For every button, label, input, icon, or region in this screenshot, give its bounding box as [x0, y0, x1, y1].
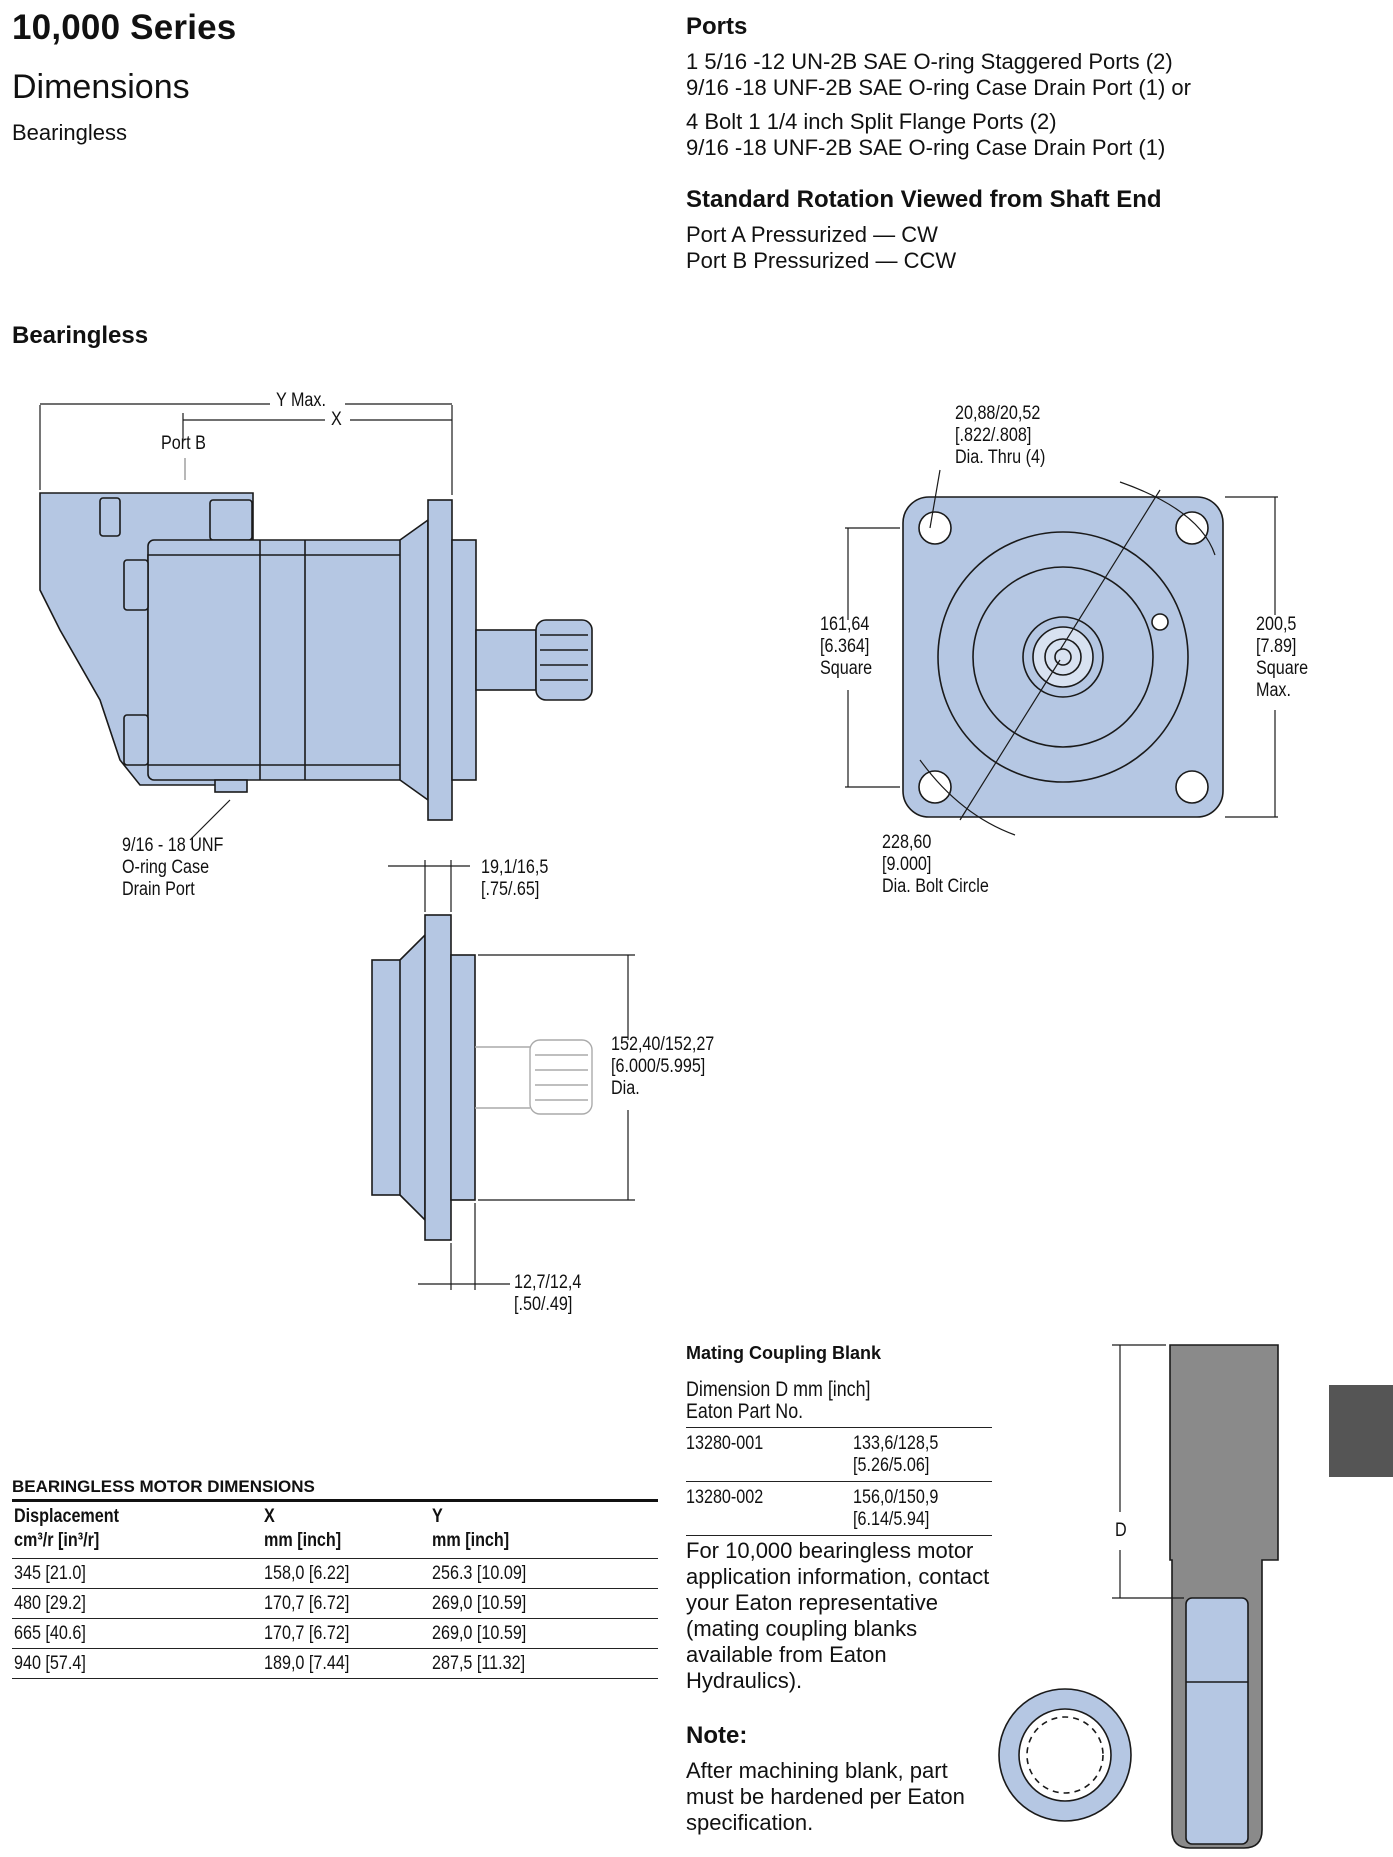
motor-dimensions-table: 345 [21.0] 158,0 [6.22] 256.3 [10.09] 48…: [12, 1558, 658, 1679]
side-view-drawing: [39, 492, 593, 821]
outer-square-label: 200,5 [7.89] Square Max.: [1256, 614, 1309, 701]
flange-thickness-top-label: 19,1/16,5 [.75/.65]: [481, 857, 549, 900]
coupling-blank-drawing: [998, 1344, 1279, 1849]
end-view-dimensions: [845, 469, 1278, 836]
port-b-label: Port B: [161, 433, 206, 454]
section-title: Dimensions: [12, 68, 190, 106]
table-row: 13280-001 133,6/128,5 [5.26/5.06]: [686, 1427, 992, 1481]
ports-line: 1 5/16 -12 UN-2B SAE O-ring Staggered Po…: [686, 49, 1173, 74]
rotation-line: Port B Pressurized — CCW: [686, 248, 957, 273]
end-view-drawing: [902, 496, 1224, 818]
mating-coupling-table: 13280-001 133,6/128,5 [5.26/5.06] 13280-…: [686, 1427, 992, 1536]
note-text: After machining blank, part must be hard…: [686, 1758, 965, 1835]
section-subtitle: Bearingless: [12, 120, 127, 145]
page-tab-marker: [1329, 1385, 1393, 1477]
table-row: 940 [57.4] 189,0 [7.44] 287,5 [11.32]: [12, 1648, 658, 1679]
flange-view-dimensions: [388, 860, 635, 1290]
drawing-heading: Bearingless: [12, 322, 149, 349]
bolt-circle-label: 228,60 [9.000] Dia. Bolt Circle: [882, 832, 989, 897]
rotation-title: Standard Rotation Viewed from Shaft End: [686, 186, 1162, 213]
coupling-dimensions: [1112, 1344, 1184, 1599]
note-title: Note:: [686, 1722, 748, 1749]
x-label: X: [331, 409, 342, 430]
dimension-d-label: D: [1115, 1520, 1127, 1541]
side-view-dimensions: [39, 403, 453, 841]
inner-square-label: 161,64 [6.364] Square: [820, 614, 873, 679]
coupling-paragraph: For 10,000 bearingless motor application…: [686, 1538, 990, 1693]
ports-line: 4 Bolt 1 1/4 inch Split Flange Ports (2): [686, 109, 1057, 134]
hole-diameter-label: 20,88/20,52 [.822/.808] Dia. Thru (4): [955, 403, 1046, 468]
pilot-diameter-label: 152,40/152,27 [6.000/5.995] Dia.: [611, 1034, 715, 1099]
series-title: 10,000 Series: [12, 8, 237, 47]
y-max-label: Y Max.: [276, 390, 326, 411]
table-row: 13280-002 156,0/150,9 [6.14/5.94]: [686, 1481, 992, 1536]
table-row: 665 [40.6] 170,7 [6.72] 269,0 [10.59]: [12, 1618, 658, 1648]
table-row: 480 [29.2] 170,7 [6.72] 269,0 [10.59]: [12, 1588, 658, 1618]
rotation-line: Port A Pressurized — CW: [686, 222, 938, 247]
ports-line: 9/16 -18 UNF-2B SAE O-ring Case Drain Po…: [686, 75, 1191, 100]
ports-line: 9/16 -18 UNF-2B SAE O-ring Case Drain Po…: [686, 135, 1166, 160]
ports-title: Ports: [686, 13, 748, 40]
table-row: 345 [21.0] 158,0 [6.22] 256.3 [10.09]: [12, 1558, 658, 1588]
flange-view-drawing: [371, 914, 593, 1241]
flange-thickness-bottom-label: 12,7/12,4 [.50/.49]: [514, 1272, 582, 1315]
drain-port-label: 9/16 - 18 UNF O-ring Case Drain Port: [122, 835, 224, 900]
motor-dimensions-caption: BEARINGLESS MOTOR DIMENSIONS: [12, 1477, 658, 1502]
mating-coupling-header: Dimension D mm [inch] Eaton Part No.: [686, 1378, 871, 1423]
mating-coupling-title: Mating Coupling Blank: [686, 1343, 881, 1363]
